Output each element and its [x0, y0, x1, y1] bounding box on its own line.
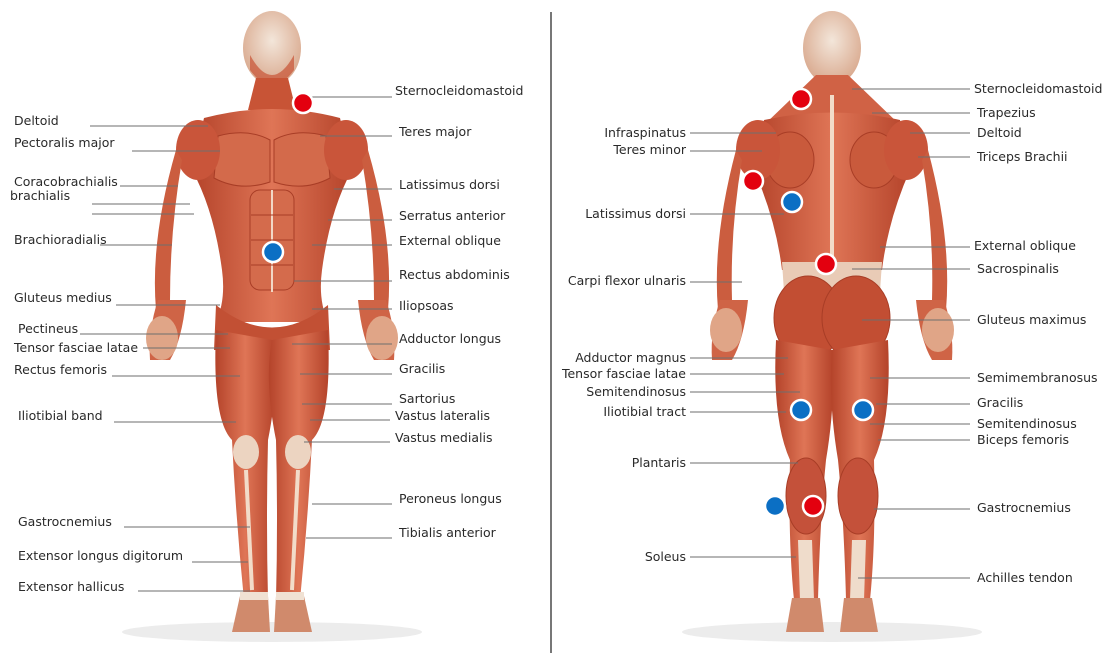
back-label-iliotibial-tract: Iliotibial tract: [603, 404, 686, 419]
front-label-gluteus-medius: Gluteus medius: [14, 290, 112, 305]
front-label-adductor-longus: Adductor longus: [399, 331, 501, 346]
blue-marker: [263, 242, 283, 262]
front-label-rectus-abdominis: Rectus abdominis: [399, 267, 510, 282]
red-marker: [791, 89, 811, 109]
front-label-vastus-lateralis: Vastus lateralis: [395, 408, 490, 423]
front-label-external-oblique: External oblique: [399, 233, 501, 248]
back-label-gluteus-maximus: Gluteus maximus: [977, 312, 1086, 327]
back-label-semimembranosus: Semimembranosus: [977, 370, 1098, 385]
front-label-vastus-medialis: Vastus medialis: [395, 430, 492, 445]
front-label-serratus-anterior: Serratus anterior: [399, 208, 506, 223]
back-label-sternocleidomastoid: Sternocleidomastoid: [974, 81, 1102, 96]
back-label-soleus: Soleus: [645, 549, 686, 564]
back-label-plantaris: Plantaris: [632, 455, 686, 470]
back-figure: [710, 11, 954, 632]
blue-marker: [782, 192, 802, 212]
front-label-gracilis: Gracilis: [399, 361, 445, 376]
front-figure: [146, 11, 398, 632]
back-label-gastrocnemius: Gastrocnemius: [977, 500, 1071, 515]
front-label-tensor-fasciae-latae: Tensor fasciae latae: [13, 340, 138, 355]
front-label-rectus-femoris: Rectus femoris: [14, 362, 107, 377]
back-label-adductor-magnus: Adductor magnus: [575, 350, 686, 365]
back-label-sacrospinalis: Sacrospinalis: [977, 261, 1059, 276]
front-label-brachioradialis: Brachioradialis: [14, 232, 107, 247]
front-label-brachialis: brachialis: [10, 188, 70, 203]
front-label-deltoid: Deltoid: [14, 113, 59, 128]
front-label-iliopsoas: Iliopsoas: [399, 298, 454, 313]
red-marker: [743, 171, 763, 191]
back-label-external-oblique: External oblique: [974, 238, 1076, 253]
red-marker: [293, 93, 313, 113]
front-label-pectoralis-major: Pectoralis major: [14, 135, 115, 150]
front-label-teres-major: Teres major: [398, 124, 472, 139]
front-floor-shadow: [122, 622, 422, 642]
front-label-sternocleidomastoid: Sternocleidomastoid: [395, 83, 523, 98]
front-label-extensor-hallicus: Extensor hallicus: [18, 579, 124, 594]
front-label-sartorius: Sartorius: [399, 391, 455, 406]
back-label-semitendinosus: Semitendinosus: [977, 416, 1077, 431]
back-label-gracilis: Gracilis: [977, 395, 1023, 410]
back-label-semitendinosus: Semitendinosus: [586, 384, 686, 399]
back-label-deltoid: Deltoid: [977, 125, 1022, 140]
front-label-gastrocnemius: Gastrocnemius: [18, 514, 112, 529]
back-label-tensor-fasciae-latae: Tensor fasciae latae: [561, 366, 686, 381]
front-label-peroneus-longus: Peroneus longus: [399, 491, 502, 506]
back-label-infraspinatus: Infraspinatus: [604, 125, 686, 140]
front-label-extensor-longus-digitorum: Extensor longus digitorum: [18, 548, 183, 563]
back-label-teres-minor: Teres minor: [612, 142, 686, 157]
back-label-achilles-tendon: Achilles tendon: [977, 570, 1073, 585]
front-label-latissimus-dorsi: Latissimus dorsi: [399, 177, 500, 192]
back-label-trapezius: Trapezius: [976, 105, 1036, 120]
front-label-iliotibial-band: Iliotibial band: [18, 408, 103, 423]
front-label-pectineus: Pectineus: [18, 321, 78, 336]
back-label-triceps-brachii: Triceps Brachii: [976, 149, 1068, 164]
back-floor-shadow: [682, 622, 982, 642]
red-marker: [816, 254, 836, 274]
front-label-coracobrachialis: Coracobrachialis: [14, 174, 118, 189]
back-label-carpi-flexor-ulnaris: Carpi flexor ulnaris: [568, 273, 686, 288]
blue-marker: [791, 400, 811, 420]
back-label-biceps-femoris: Biceps femoris: [977, 432, 1069, 447]
red-marker: [803, 496, 823, 516]
blue-marker: [765, 496, 785, 516]
front-label-tibialis-anterior: Tibialis anterior: [398, 525, 497, 540]
back-label-latissimus-dorsi: Latissimus dorsi: [585, 206, 686, 221]
blue-marker: [853, 400, 873, 420]
